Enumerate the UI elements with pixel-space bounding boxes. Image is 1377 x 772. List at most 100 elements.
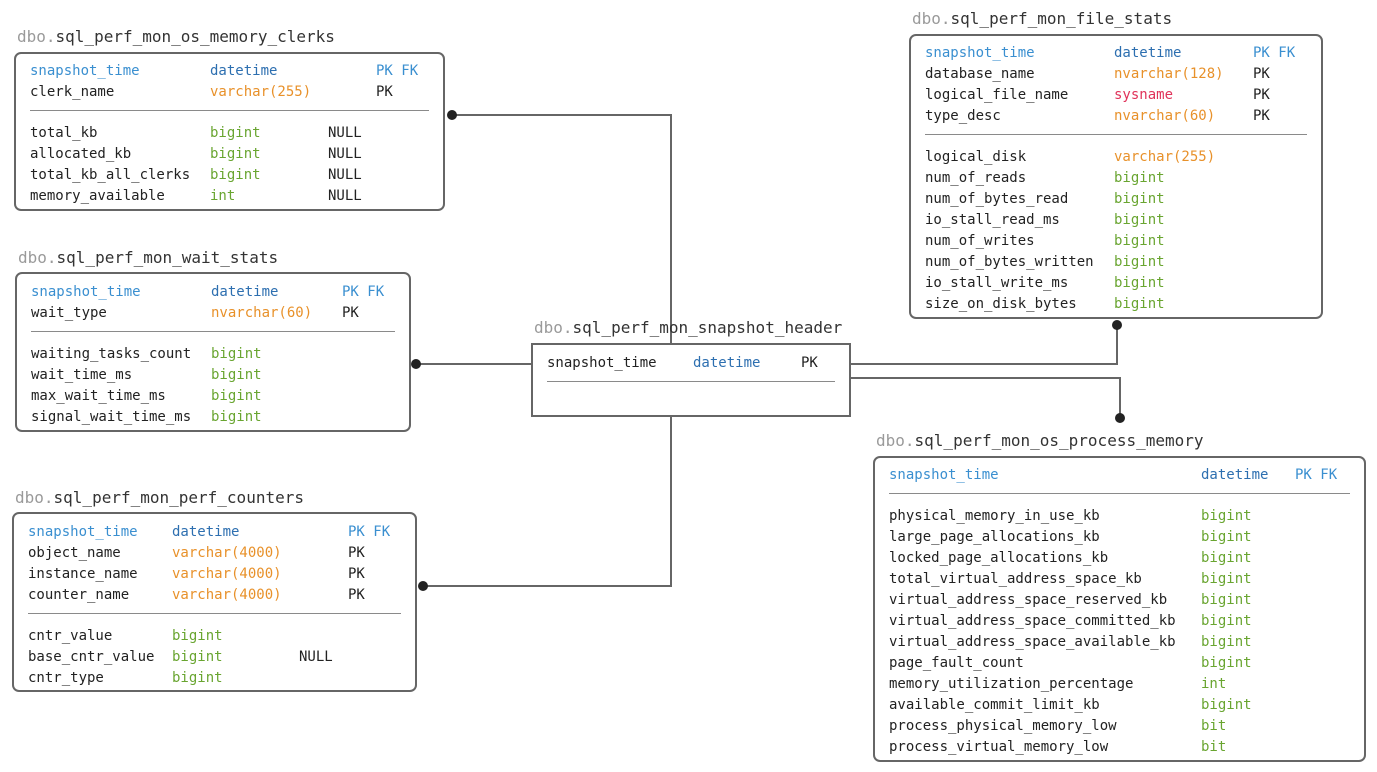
column-type: bigint	[1201, 655, 1252, 671]
column-row[interactable]: physical_memory_in_use_kb bigint	[875, 506, 1364, 527]
column-row[interactable]: num_of_writes bigint	[911, 231, 1321, 252]
column-type: bigint	[1114, 275, 1165, 291]
key-badge: PK	[342, 305, 359, 321]
column-name: counter_name	[28, 587, 130, 603]
column-name: cntr_type	[28, 670, 104, 686]
table-name: sql_perf_mon_wait_stats	[56, 248, 279, 267]
column-name: locked_page_allocations_kb	[889, 550, 1109, 566]
column-type: int	[210, 188, 236, 204]
column-type: varchar(4000)	[172, 545, 282, 561]
column-name: database_name	[925, 66, 1035, 82]
column-name: type_desc	[925, 108, 1001, 124]
table-title: dbo.sql_perf_mon_wait_stats	[18, 249, 278, 267]
column-name: num_of_writes	[925, 233, 1035, 249]
column-type: datetime	[172, 524, 240, 540]
link-end-dot	[411, 359, 421, 369]
column-type: bigint	[1114, 233, 1165, 249]
column-type: nvarchar(128)	[1114, 66, 1224, 82]
column-row[interactable]: locked_page_allocations_kb bigint	[875, 548, 1364, 569]
key-separator	[547, 381, 835, 382]
key-badge: PK	[376, 84, 393, 100]
column-name: total_kb	[30, 125, 98, 141]
column-type: bigint	[1201, 550, 1252, 566]
key-badge: PK FK	[1295, 467, 1338, 483]
link-process-memory	[850, 377, 1121, 418]
column-name: page_fault_count	[889, 655, 1024, 671]
column-type: bigint	[1114, 296, 1165, 312]
key-badge: PK	[348, 566, 365, 582]
key-badge: PK FK	[348, 524, 391, 540]
column-name: large_page_allocations_kb	[889, 529, 1100, 545]
column-type: bigint	[1201, 508, 1252, 524]
column-name: physical_memory_in_use_kb	[889, 508, 1100, 524]
table-title: dbo.sql_perf_mon_perf_counters	[15, 489, 304, 507]
column-name: logical_disk	[925, 149, 1027, 165]
column-name: snapshot_time	[30, 63, 140, 79]
key-separator	[889, 493, 1350, 494]
column-name: wait_time_ms	[31, 367, 133, 383]
column-name: virtual_address_space_committed_kb	[889, 613, 1176, 629]
column-name: process_physical_memory_low	[889, 718, 1117, 734]
schema-prefix: dbo.	[18, 248, 57, 267]
schema-prefix: dbo.	[15, 488, 54, 507]
link-file-stats	[850, 325, 1118, 365]
column-type: sysname	[1114, 87, 1174, 103]
column-name: base_cntr_value	[28, 649, 155, 665]
column-type: bigint	[1201, 634, 1252, 650]
schema-prefix: dbo.	[876, 431, 915, 450]
column-row[interactable]: page_fault_count bigint	[875, 653, 1364, 674]
link-end-dot	[1112, 320, 1122, 330]
key-separator	[925, 134, 1307, 135]
column-name: wait_type	[31, 305, 107, 321]
column-name: virtual_address_space_reserved_kb	[889, 592, 1168, 608]
column-name: instance_name	[28, 566, 138, 582]
nullable-label: NULL	[328, 167, 362, 183]
column-type: bigint	[1114, 191, 1165, 207]
